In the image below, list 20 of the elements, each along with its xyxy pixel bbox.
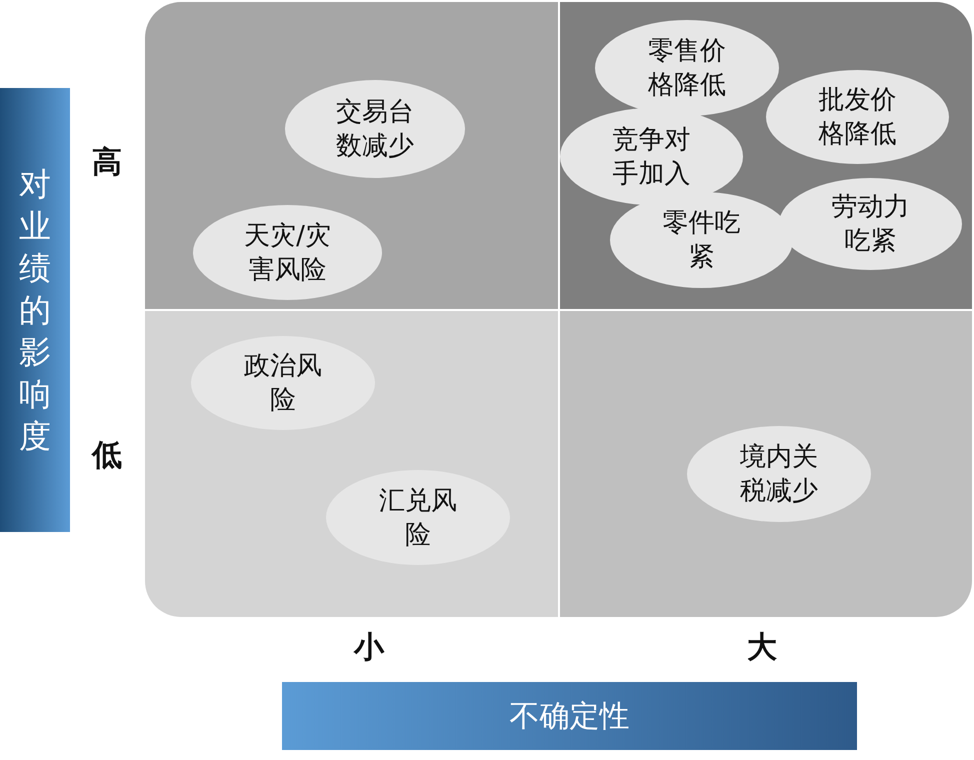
risk-ellipse: 批发价格降低 [766, 70, 949, 164]
quadrant-panel [560, 2, 972, 309]
axis-label: 小 [354, 629, 384, 667]
risk-ellipse: 竞争对手加入 [560, 108, 743, 205]
risk-ellipse: 汇兑风险 [326, 470, 510, 565]
quadrant-panel [145, 2, 558, 309]
axis-label: 高 [92, 144, 122, 182]
risk-ellipse: 零件吃紧 [610, 192, 793, 288]
axis-label: 大 [747, 629, 777, 667]
risk-ellipse: 境内关税减少 [687, 426, 871, 522]
axis-label: 低 [92, 437, 122, 475]
quadrant-panel [560, 311, 972, 617]
axis-title-bar: 对业绩的影响度 [0, 88, 70, 532]
quadrant-panel [145, 311, 558, 617]
risk-ellipse: 零售价格降低 [595, 20, 779, 116]
risk-ellipse: 政治风险 [191, 336, 375, 430]
risk-ellipse: 劳动力吃紧 [779, 178, 962, 270]
risk-ellipse: 交易台数减少 [285, 80, 465, 178]
axis-title-bar: 不确定性 [282, 682, 857, 750]
risk-ellipse: 天灾/灾害风险 [193, 205, 382, 300]
